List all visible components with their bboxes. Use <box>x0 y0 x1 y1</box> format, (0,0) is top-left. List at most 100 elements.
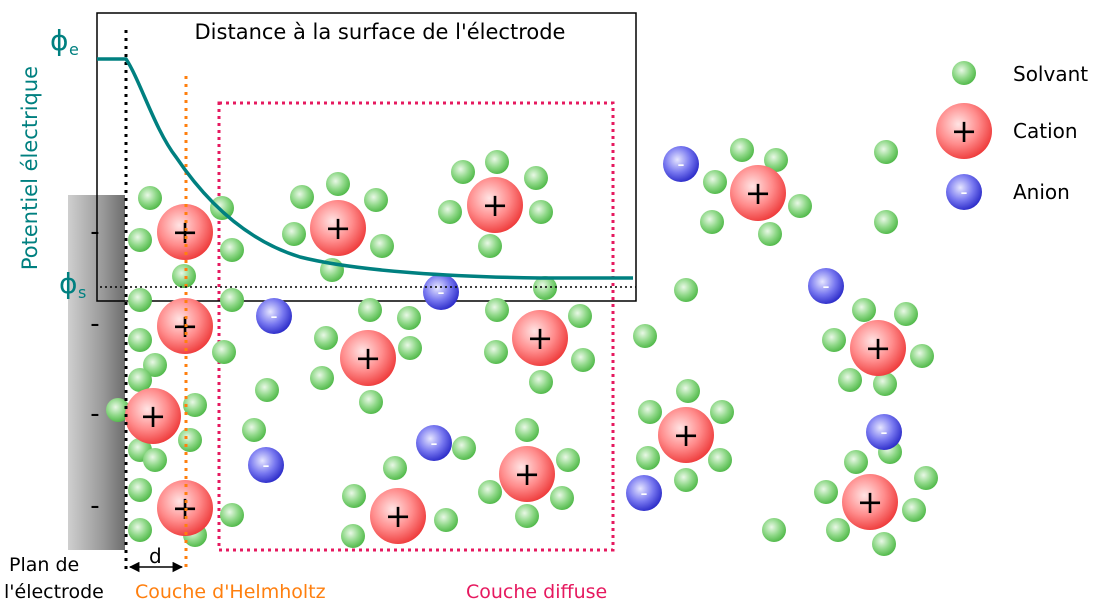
solvent-molecule <box>383 456 407 480</box>
solvent-molecule <box>255 378 279 402</box>
anion: - <box>808 268 844 304</box>
anion-symbol: - <box>270 304 277 328</box>
electrode-charge: - <box>90 217 99 247</box>
solvent-molecule <box>314 326 338 350</box>
cation: + <box>310 200 366 256</box>
solvent-molecule <box>822 328 846 352</box>
solvent-molecule <box>515 504 539 528</box>
anion-symbol: - <box>437 280 444 304</box>
solvent-molecule <box>242 418 266 442</box>
solvent-molecule <box>128 328 152 352</box>
cation-symbol: + <box>865 329 892 367</box>
cation-body <box>157 204 213 260</box>
solvent-molecule <box>758 222 782 246</box>
legend-solvent-label: Solvant <box>1013 62 1088 86</box>
anion-body <box>626 475 662 511</box>
cation-symbol: + <box>745 174 772 212</box>
anion-symbol: - <box>430 431 437 455</box>
solvent-molecule <box>128 228 152 252</box>
solvent-molecule <box>485 298 509 322</box>
cation-symbol: + <box>325 209 352 247</box>
cation-body <box>730 165 786 221</box>
solvent-molecule <box>874 140 898 164</box>
cation-body <box>340 330 396 386</box>
solvent-molecule <box>515 418 539 442</box>
legend-cation-label: Cation <box>1013 119 1078 143</box>
legend-anion-marker <box>946 174 982 210</box>
electrode-plane-label-line1: Plan de <box>9 554 79 576</box>
solvent-molecule <box>220 288 244 312</box>
solvent-molecule <box>183 393 207 417</box>
cation: + <box>658 407 714 463</box>
phi-e-label: ϕ e <box>50 24 79 59</box>
solvent-molecule <box>438 200 462 224</box>
solvent-molecule <box>484 340 508 364</box>
anion-symbol: - <box>262 453 269 477</box>
cation-symbol: + <box>140 397 167 435</box>
solvent-molecule <box>700 210 724 234</box>
cation-body <box>512 310 568 366</box>
electrode-charges: - - - - <box>90 217 99 521</box>
solvent-molecule <box>398 336 422 360</box>
legend-solvent-marker <box>952 61 976 85</box>
solvent-molecule <box>282 222 306 246</box>
solvent-molecule <box>364 188 388 212</box>
solvent-molecule <box>703 170 727 194</box>
electrode-plane-label-line2: l'électrode <box>4 581 104 601</box>
solvent-molecule <box>874 210 898 234</box>
helmholtz-layer-label: Couche d'Helmholtz <box>135 581 326 601</box>
potential-curve <box>97 57 633 280</box>
anion: - <box>248 447 284 483</box>
ion-and-solvent-particles: ++++++++++++++-------- <box>106 138 938 556</box>
solvent-molecule <box>633 324 657 348</box>
cation-body <box>658 407 714 463</box>
anion-body <box>256 298 292 334</box>
solvent-molecule <box>128 518 152 542</box>
solvent-molecule <box>452 436 476 460</box>
solvent-molecule <box>212 340 236 364</box>
anion: - <box>256 298 292 334</box>
solvent-molecule <box>902 498 926 522</box>
solvent-molecule <box>708 448 732 472</box>
solvent-molecule <box>478 480 502 504</box>
cation: + <box>370 488 426 544</box>
anion-body <box>866 414 902 450</box>
solvent-molecule <box>556 448 580 472</box>
solvent-molecule <box>128 288 152 312</box>
cation: + <box>499 446 555 502</box>
distance-label: d <box>149 544 162 568</box>
solvent-molecule <box>730 138 754 162</box>
phi-s-label: ϕ s <box>59 267 86 302</box>
graph-title: Distance à la surface de l'électrode <box>195 20 566 44</box>
solvent-molecule <box>894 302 918 326</box>
cation: + <box>842 474 898 530</box>
solvent-molecule <box>838 368 862 392</box>
legend-cation-symbol: + <box>951 112 978 150</box>
solvent-molecule <box>533 276 557 300</box>
solvent-molecule <box>638 400 662 424</box>
solvent-molecule <box>143 448 167 472</box>
solvent-molecule <box>220 238 244 262</box>
electrode-charge: - <box>90 491 99 521</box>
cation: + <box>512 310 568 366</box>
solvent-molecule <box>210 196 234 220</box>
solvent-molecule <box>788 194 812 218</box>
solvent-molecule <box>844 450 868 474</box>
solvent-molecule <box>529 370 553 394</box>
solvent-molecule <box>873 372 897 396</box>
solvent-molecule <box>674 278 698 302</box>
solvent-molecule <box>138 186 162 210</box>
cation-body <box>467 177 523 233</box>
solvent-molecule <box>341 524 365 548</box>
cation-symbol: + <box>857 483 884 521</box>
solvent-molecule <box>310 366 334 390</box>
solvent-molecule <box>326 172 350 196</box>
cation-body <box>499 446 555 502</box>
electrode-charge: - <box>90 309 99 339</box>
solvent-molecule <box>451 160 475 184</box>
solvent-molecule <box>674 468 698 492</box>
solvent-molecule <box>550 486 574 510</box>
solvent-molecule <box>568 304 592 328</box>
solvent-molecule <box>342 484 366 508</box>
